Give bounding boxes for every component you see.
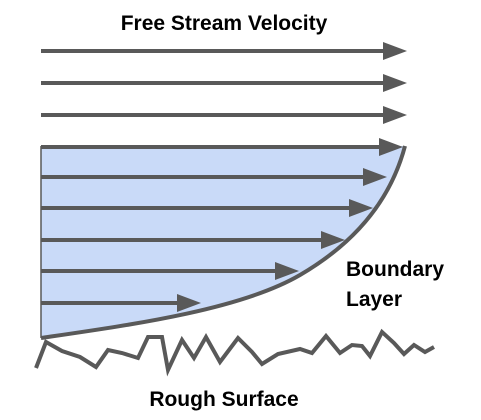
boundary-velocity-arrow [41,138,403,156]
boundary-velocity-arrow [41,168,387,186]
boundary-velocity-arrow [41,199,373,217]
free-stream-arrow [41,42,407,60]
title-label: Free Stream Velocity [121,12,328,35]
boundary-layer-label-line2: Layer [346,288,402,311]
rough-surface-label: Rough Surface [149,388,298,411]
free-stream-arrow [41,106,407,124]
boundary-velocity-arrow [41,294,201,312]
boundary-velocity-arrow [41,231,345,249]
boundary-velocity-arrow [41,262,299,280]
free-stream-arrow [41,74,407,92]
boundary-layer-label: Boundary [346,258,444,281]
velocity-profile-curve [40,145,407,340]
rough-surface-line [34,328,435,377]
